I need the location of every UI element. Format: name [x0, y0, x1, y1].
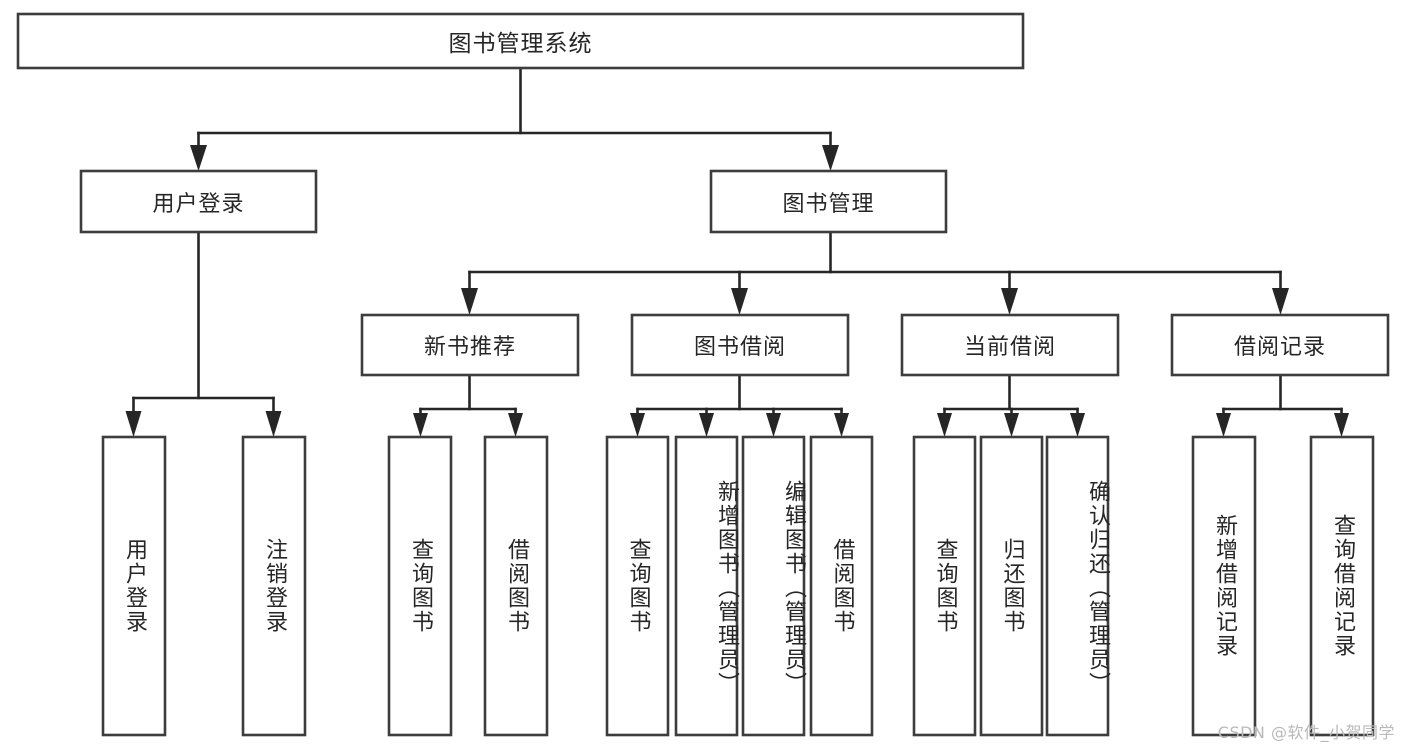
- arrow-head-new-book-recommend: [461, 288, 478, 315]
- arrow-head-user-login: [190, 145, 207, 171]
- connector-group-book-borrow: [630, 373, 849, 437]
- node-box-leaf-confirm-return[interactable]: [1045, 435, 1110, 737]
- arrow-head-leaf-edit-book: [766, 413, 781, 437]
- connector-group-new-book-recommend: [413, 373, 523, 437]
- arrow-head-book-management: [822, 145, 839, 171]
- arrow-head-leaf-add-record: [1216, 413, 1231, 437]
- arrow-head-leaf-query-book-3: [937, 413, 952, 437]
- node-box-current-borrow[interactable]: [900, 313, 1120, 377]
- node-box-leaf-return-book[interactable]: [979, 435, 1044, 737]
- node-box-root[interactable]: [16, 12, 1025, 70]
- arrow-head-leaf-query-book-1: [413, 413, 428, 437]
- node-box-leaf-query-book-2[interactable]: [605, 435, 670, 737]
- node-box-leaf-add-book[interactable]: [674, 435, 739, 737]
- node-box-book-management[interactable]: [709, 169, 948, 234]
- connector-group-user-login: [125, 230, 282, 437]
- node-box-leaf-edit-book[interactable]: [741, 435, 806, 737]
- node-box-leaf-add-record[interactable]: [1191, 435, 1257, 737]
- connector-group-borrow-record: [1216, 373, 1349, 437]
- arrow-head-leaf-add-book: [699, 413, 714, 437]
- connector-group-book-management: [461, 230, 1289, 315]
- node-box-borrow-record[interactable]: [1170, 313, 1390, 377]
- arrow-head-borrow-record: [1272, 288, 1289, 315]
- arrow-head-leaf-borrow-book-2: [834, 413, 849, 437]
- node-box-leaf-borrow-book-2[interactable]: [809, 435, 874, 737]
- node-box-user-login[interactable]: [79, 169, 318, 234]
- node-box-leaf-user-login[interactable]: [101, 435, 167, 737]
- arrow-head-leaf-return-book: [1004, 413, 1019, 437]
- arrow-head-leaf-query-record: [1334, 413, 1349, 437]
- arrow-head-leaf-user-login: [125, 411, 142, 437]
- node-box-leaf-query-book-1[interactable]: [387, 435, 453, 737]
- arrow-head-book-borrow: [731, 288, 748, 315]
- connector-group-current-borrow: [937, 373, 1085, 437]
- arrow-head-leaf-query-book-2: [630, 413, 645, 437]
- node-box-leaf-query-book-3[interactable]: [912, 435, 977, 737]
- connector-group-root: [190, 66, 839, 171]
- node-box-book-borrow[interactable]: [630, 313, 850, 377]
- arrow-head-leaf-borrow-book-1: [508, 413, 523, 437]
- node-box-leaf-query-record[interactable]: [1309, 435, 1375, 737]
- arrow-head-current-borrow: [1001, 288, 1018, 315]
- node-box-new-book-recommend[interactable]: [360, 313, 580, 377]
- node-box-leaf-logout[interactable]: [241, 435, 307, 737]
- arrow-head-leaf-logout: [265, 411, 282, 437]
- node-box-leaf-borrow-book-1[interactable]: [483, 435, 549, 737]
- arrow-head-leaf-confirm-return: [1070, 413, 1085, 437]
- watermark-text: CSDN @软件_小贺同学: [1217, 723, 1395, 742]
